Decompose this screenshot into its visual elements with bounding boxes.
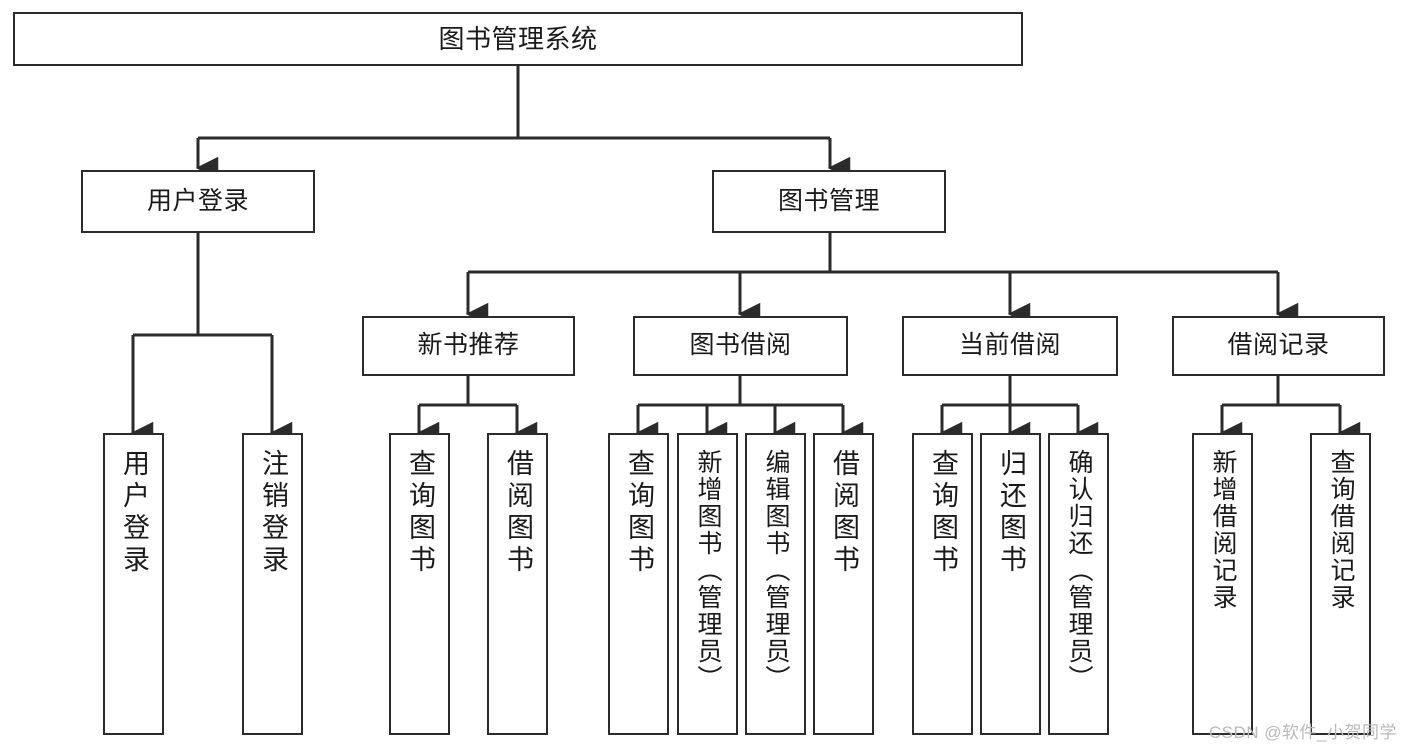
node-label: 新增图书（管理员） xyxy=(694,449,722,692)
node-label: 用户登录 xyxy=(119,449,149,577)
node-label: 查询图书 xyxy=(405,449,435,577)
leaf-add-borrow-record[interactable]: 新增借阅记录 xyxy=(1192,433,1253,735)
node-label: 新书推荐 xyxy=(417,331,520,360)
node-label: 借阅记录 xyxy=(1227,331,1330,360)
node-label: 用户登录 xyxy=(146,186,249,215)
node-user-login[interactable]: 用户登录 xyxy=(81,170,315,233)
node-borrow-record[interactable]: 借阅记录 xyxy=(1172,316,1385,376)
node-label: 当前借阅 xyxy=(958,331,1061,360)
node-label: 查询图书 xyxy=(624,449,654,577)
node-label: 新增借阅记录 xyxy=(1209,449,1237,611)
node-label: 注销登录 xyxy=(258,449,288,577)
leaf-confirm-return-admin[interactable]: 确认归还（管理员） xyxy=(1048,433,1109,735)
node-new-book-recommend[interactable]: 新书推荐 xyxy=(362,316,575,376)
node-label: 借阅图书 xyxy=(829,449,859,577)
node-label: 确认归还（管理员） xyxy=(1065,449,1093,692)
leaf-return-book[interactable]: 归还图书 xyxy=(980,433,1041,735)
node-label: 图书管理 xyxy=(777,186,880,215)
node-label: 查询图书 xyxy=(928,449,958,577)
csdn-watermark: CSDN @软件_小贺同学 xyxy=(1208,723,1397,742)
leaf-query-book-current[interactable]: 查询图书 xyxy=(912,433,973,735)
leaf-query-book-borrow[interactable]: 查询图书 xyxy=(608,433,669,735)
node-label: 归还图书 xyxy=(996,449,1026,577)
node-label: 借阅图书 xyxy=(503,449,533,577)
leaf-query-borrow-record[interactable]: 查询借阅记录 xyxy=(1310,433,1371,735)
leaf-user-login[interactable]: 用户登录 xyxy=(103,433,164,735)
node-label: 编辑图书（管理员） xyxy=(762,449,790,692)
node-book-management[interactable]: 图书管理 xyxy=(712,170,946,233)
node-label: 查询借阅记录 xyxy=(1327,449,1355,611)
leaf-borrow-book-new-recommend[interactable]: 借阅图书 xyxy=(487,433,548,735)
leaf-query-book-new-recommend[interactable]: 查询图书 xyxy=(389,433,450,735)
node-current-borrow[interactable]: 当前借阅 xyxy=(902,316,1118,376)
node-root-book-management-system[interactable]: 图书管理系统 xyxy=(13,12,1023,66)
node-label: 图书管理系统 xyxy=(438,23,598,54)
leaf-borrow-book-borrow[interactable]: 借阅图书 xyxy=(813,433,874,735)
leaf-edit-book-admin[interactable]: 编辑图书（管理员） xyxy=(745,433,806,735)
leaf-logout-login[interactable]: 注销登录 xyxy=(242,433,303,735)
node-label: 图书借阅 xyxy=(689,331,792,360)
leaf-add-book-admin[interactable]: 新增图书（管理员） xyxy=(677,433,738,735)
node-book-borrow[interactable]: 图书借阅 xyxy=(633,316,848,376)
